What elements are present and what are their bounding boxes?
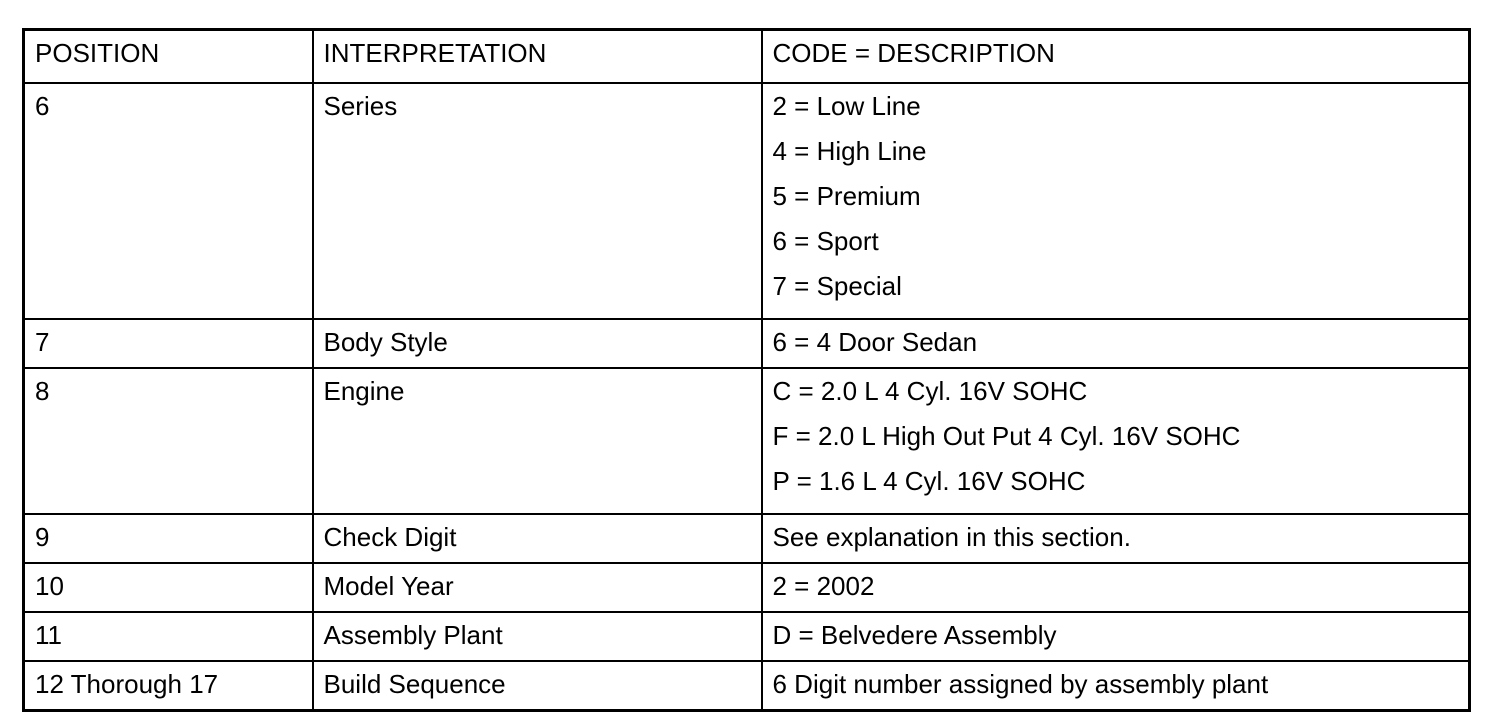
- interpretation-value: Check Digit: [323, 522, 457, 552]
- table-row: 7 Body Style 6 = 4 Door Sedan: [22, 318, 1471, 369]
- table-row: 6 Series 2 = Low Line 4 = High Line 5 = Prem…: [22, 82, 1471, 320]
- header-position: POSITION: [22, 28, 314, 84]
- code-description-item: 7 = Special: [772, 271, 902, 301]
- code-description-cell: 2 = Low Line 4 = High Line 5 = Premium 6 = …: [760, 82, 1471, 320]
- interpretation-cell: Model Year: [311, 562, 763, 613]
- code-description-cell: 6 Digit number assigned by assembly plan…: [760, 660, 1471, 712]
- code-description-cell: See explanation in this section.: [760, 513, 1471, 564]
- position-cell: 10: [22, 562, 314, 613]
- table-row: 9 Check Digit See explanation in this sect…: [22, 513, 1471, 564]
- interpretation-cell: Build Sequence: [311, 660, 763, 712]
- code-description-item: F = 2.0 L High Out Put 4 Cyl. 16V SOHC: [772, 421, 1241, 451]
- position-cell: 8: [22, 367, 314, 515]
- position-value: 11: [35, 620, 62, 650]
- table-row: 12 Thorough 17 Build Sequence 6 Digit numb…: [22, 660, 1471, 712]
- code-description-cell: D = Belvedere Assembly: [760, 611, 1471, 662]
- code-description-item: 6 Digit number assigned by assembly plan…: [772, 669, 1269, 699]
- code-description-cell: 6 = 4 Door Sedan: [760, 318, 1471, 369]
- interpretation-cell: Assembly Plant: [311, 611, 763, 662]
- interpretation-value: Series: [323, 91, 398, 121]
- position-value: 6: [35, 91, 50, 121]
- table-header-row: POSITION INTERPRETATION CODE = DESCRIPTI…: [22, 28, 1471, 84]
- position-cell: 6: [22, 82, 314, 320]
- position-cell: 7: [22, 318, 314, 369]
- interpretation-value: Body Style: [323, 327, 448, 357]
- table-body: 6 Series 2 = Low Line 4 = High Line 5 = Prem…: [22, 82, 1471, 712]
- position-cell: 11: [22, 611, 314, 662]
- position-value: 12 Thorough 17: [35, 669, 219, 699]
- code-description-item: 4 = High Line: [772, 136, 927, 166]
- code-description-cell: 2 = 2002: [760, 562, 1471, 613]
- interpretation-value: Model Year: [323, 571, 454, 601]
- position-value: 9: [35, 522, 50, 552]
- position-cell: 12 Thorough 17: [22, 660, 314, 712]
- table-row: 8 Engine C = 2.0 L 4 Cyl. 16V SOHC F = 2.0 …: [22, 367, 1471, 515]
- position-value: 7: [35, 327, 50, 357]
- code-description-item: 5 = Premium: [772, 181, 921, 211]
- interpretation-value: Engine: [323, 376, 405, 406]
- table-row: 10 Model Year 2 = 2002: [22, 562, 1471, 613]
- code-description-item: 2 = Low Line: [772, 91, 921, 121]
- code-description-cell: C = 2.0 L 4 Cyl. 16V SOHC F = 2.0 L High …: [760, 367, 1471, 515]
- code-description-item: 2 = 2002: [772, 571, 875, 601]
- code-description-item: P = 1.6 L 4 Cyl. 16V SOHC: [772, 466, 1086, 496]
- position-value: 10: [35, 571, 64, 601]
- interpretation-value: Build Sequence: [323, 669, 506, 699]
- interpretation-cell: Series: [311, 82, 763, 320]
- code-description-item: C = 2.0 L 4 Cyl. 16V SOHC: [772, 376, 1088, 406]
- interpretation-cell: Body Style: [311, 318, 763, 369]
- vin-decoding-table: POSITION INTERPRETATION CODE = DESCRIPTI…: [22, 28, 1471, 712]
- header-code-description: CODE = DESCRIPTION: [760, 28, 1471, 84]
- table-row: 11 Assembly Plant D = Belvedere Assembly: [22, 611, 1471, 662]
- position-cell: 9: [22, 513, 314, 564]
- header-interpretation: INTERPRETATION: [311, 28, 763, 84]
- code-description-item: See explanation in this section.: [772, 522, 1131, 552]
- interpretation-cell: Engine: [311, 367, 763, 515]
- code-description-item: 6 = 4 Door Sedan: [772, 327, 978, 357]
- position-value: 8: [35, 376, 50, 406]
- interpretation-cell: Check Digit: [311, 513, 763, 564]
- code-description-item: 6 = Sport: [772, 226, 879, 256]
- code-description-item: D = Belvedere Assembly: [772, 620, 1057, 650]
- interpretation-value: Assembly Plant: [323, 620, 503, 650]
